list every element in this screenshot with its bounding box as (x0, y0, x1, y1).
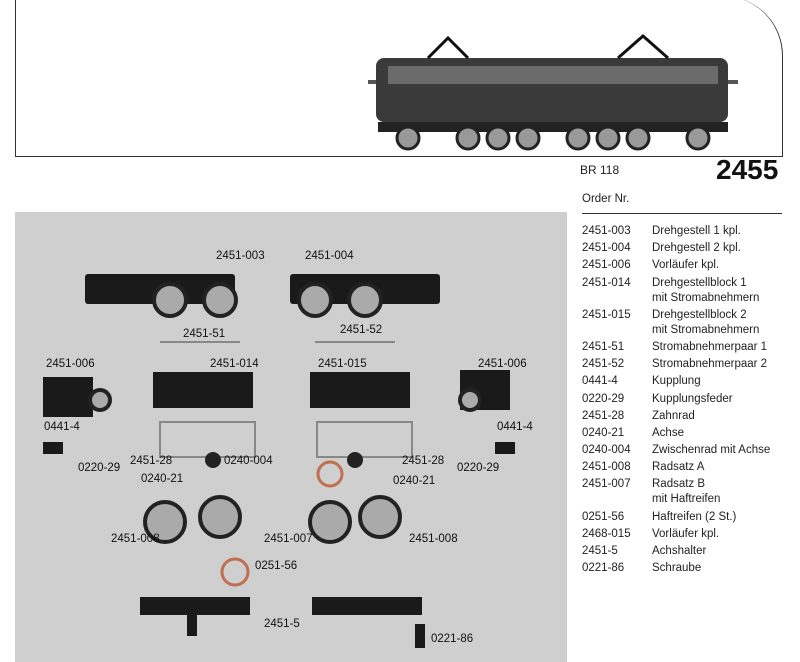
part-label: 2451-014 (210, 358, 259, 370)
order-number: 0441-4 (582, 375, 618, 388)
order-number: 2451-51 (582, 340, 625, 353)
parts-list-row: 2451-015 Drehgestellblock 2 mit Stromabne… (582, 308, 782, 338)
order-number: 0220-29 (582, 392, 625, 405)
parts-list-row: 0441-4 Kupplung (582, 374, 782, 389)
parts-list-row: 2451-007 Radsatz B mit Haftreifen (582, 477, 782, 507)
part-description: Kupplung (652, 375, 701, 388)
order-number: 2468-015 (582, 527, 631, 540)
header-frame (15, 0, 783, 157)
order-number: 2451-015 (582, 308, 631, 321)
part-description: Achshalter (652, 545, 707, 557)
parts-list-row: 2451-51 Stromabnehmerpaar 1 (582, 340, 782, 355)
part-description: Drehgestell 1 kpl. (652, 225, 741, 237)
part-label: 2451-28 (402, 455, 445, 467)
part-description: Drehgestell 2 kpl. (652, 242, 741, 255)
parts-list-row: 0240-21 Achse (582, 426, 782, 441)
part-description: Vorläufer kpl. (652, 259, 720, 272)
part-label: 0251-56 (255, 560, 298, 572)
order-number: 2451-003 (582, 225, 631, 237)
part-label: 2451-015 (318, 358, 367, 370)
parts-list-row: 2451-003 Drehgestell 1 kpl. (582, 224, 782, 239)
part-label: 2451-004 (305, 250, 354, 262)
part-label: 0441-4 (497, 421, 533, 433)
parts-list-row: 0251-56 Haftreifen (2 St.) (582, 510, 782, 525)
parts-list-row: 2451-014 Drehgestellblock 1 mit Stromabne… (582, 276, 782, 306)
parts-list-heading: Order Nr. (582, 193, 782, 214)
parts-list-row: 2451-28 Zahnrad (582, 409, 782, 424)
order-number: 2451-004 (582, 242, 631, 255)
part-label: 0220-29 (457, 462, 500, 474)
order-number: 2451-008 (582, 461, 631, 474)
part-description: Zwischenrad mit Achse (652, 444, 771, 457)
part-label: 0220-29 (78, 462, 121, 474)
part-label: 2451-006 (46, 358, 95, 370)
order-number: 0240-21 (582, 426, 625, 439)
part-description: Radsatz A (652, 461, 705, 474)
order-number: 0240-004 (582, 444, 631, 457)
part-description: Achse (652, 426, 684, 439)
part-description: Schraube (652, 562, 702, 575)
part-description: Stromabnehmerpaar 2 (652, 358, 768, 371)
locomotive-illustration (368, 34, 738, 151)
part-label: 0441-4 (44, 421, 80, 433)
part-label: 0240-004 (224, 455, 273, 467)
part-label: 2451-006 (478, 358, 527, 370)
part-description: Zahnrad (652, 409, 695, 422)
order-number: 2451-006 (582, 259, 631, 272)
parts-list-row: 2451-008 Radsatz A (582, 460, 782, 475)
part-label: 0240-21 (141, 473, 184, 485)
part-label: 0240-21 (393, 475, 436, 487)
part-description: Haftreifen (2 St.) (652, 510, 737, 523)
part-description: Kupplungsfeder (652, 392, 733, 405)
parts-list-row: 0221-86 Schraube (582, 561, 782, 576)
part-label: 2451-5 (264, 618, 300, 630)
exploded-parts-photo: 2451-003 2451-004 2451-51 2451-52 2451-0… (15, 212, 567, 662)
parts-list-row: 0240-004 Zwischenrad mit Achse (582, 443, 782, 458)
order-number: 2451-007 (582, 478, 631, 491)
order-number: 2451-014 (582, 276, 631, 289)
order-number: 2451-5 (582, 545, 618, 557)
part-label: 2451-008 (409, 533, 458, 545)
order-number: 0251-56 (582, 510, 625, 523)
part-label: 2451-28 (130, 455, 173, 467)
part-description: Drehgestellblock 2 mit Stromabnehmern (652, 308, 760, 336)
catalog-number: 2455 (716, 154, 779, 185)
order-number: 2451-28 (582, 409, 625, 422)
parts-list-row: 2451-5 Achshalter (582, 544, 782, 559)
model-name: BR 118 (580, 163, 620, 177)
part-description: Vorläufer kpl. (652, 527, 720, 540)
part-label: 2451-007 (264, 533, 313, 545)
parts-list-row: 2451-004 Drehgestell 2 kpl. (582, 241, 782, 256)
part-label: 0221-86 (431, 633, 474, 645)
part-label: 2451-52 (340, 324, 383, 336)
order-number: 2451-52 (582, 358, 625, 371)
parts-list-row: 2451-006 Vorläufer kpl. (582, 258, 782, 273)
order-number: 0221-86 (582, 562, 625, 575)
part-description: Drehgestellblock 1 mit Stromabnehmern (652, 276, 760, 304)
parts-list-row: 2468-015 Vorläufer kpl. (582, 527, 782, 542)
part-label: 2451-003 (216, 250, 265, 262)
part-description: Stromabnehmerpaar 1 (652, 340, 768, 353)
part-label: 2451-51 (183, 328, 226, 340)
parts-list-row: 0220-29 Kupplungsfeder (582, 392, 782, 407)
part-label: 2451-008 (111, 533, 160, 545)
parts-drawing (43, 274, 515, 648)
part-description: Radsatz B mit Haftreifen (652, 478, 721, 506)
parts-list-row: 2451-52 Stromabnehmerpaar 2 (582, 357, 782, 372)
